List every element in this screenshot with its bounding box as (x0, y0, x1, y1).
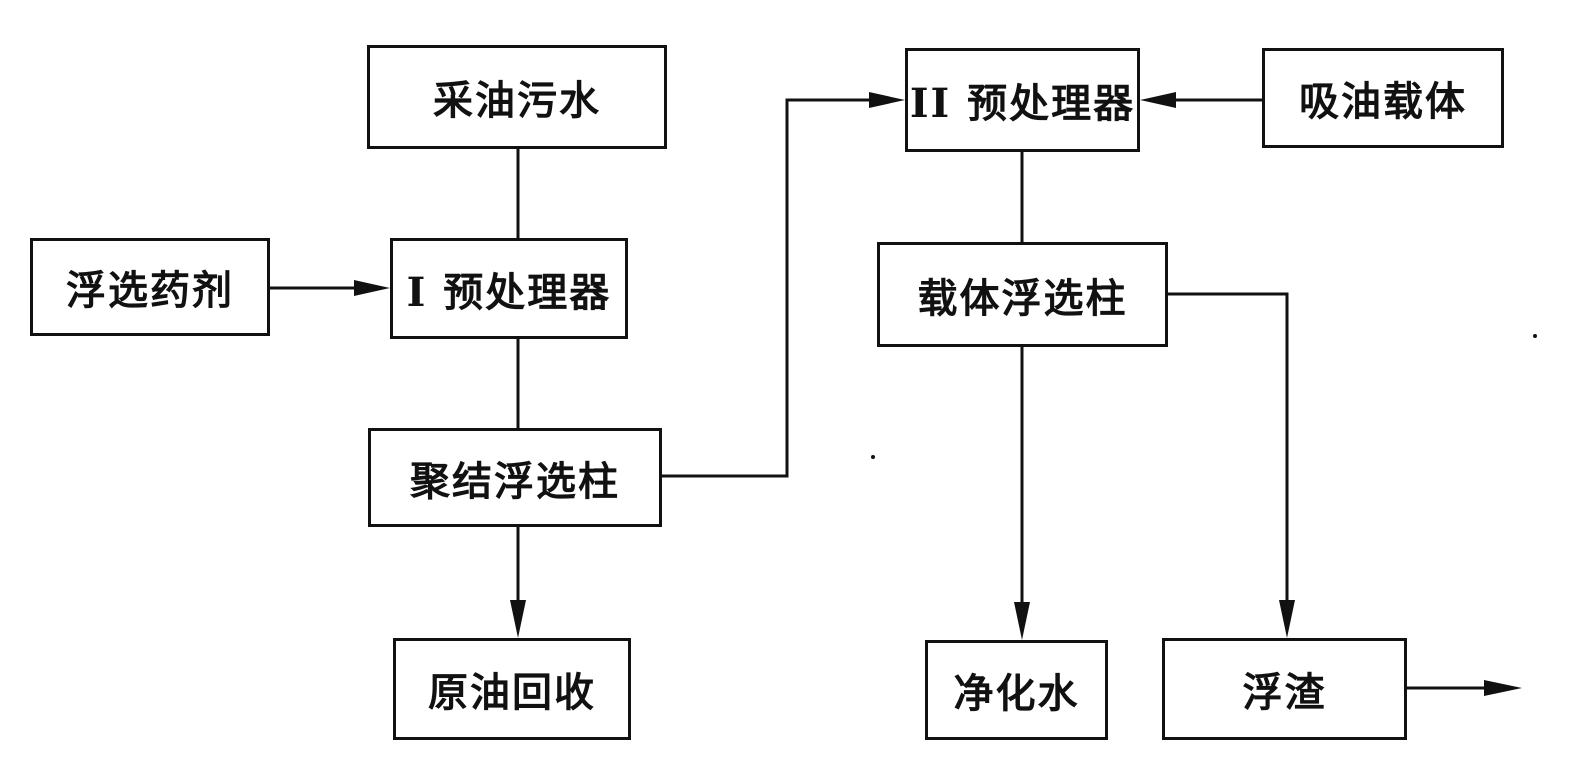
node-purified-water: 净化水 (925, 640, 1108, 740)
arrowhead (1484, 680, 1522, 696)
arrowhead (510, 600, 526, 638)
node-coalescing-column: 聚结浮选柱 (368, 428, 662, 527)
node-carrier-column: 载体浮选柱 (877, 242, 1168, 347)
arrowhead (1279, 600, 1295, 638)
node-pretreater-2: II 预处理器 (905, 48, 1140, 152)
node-scum: 浮渣 (1162, 638, 1407, 740)
node-oily-wastewater: 采油污水 (367, 45, 667, 149)
node-oil-carrier: 吸油载体 (1262, 48, 1504, 148)
arrowhead (1140, 92, 1176, 108)
scan-speck (871, 455, 875, 459)
node-pretreater-1: I 预处理器 (390, 238, 628, 339)
edge-scum-output (1405, 680, 1522, 696)
edge-carriercolumn-to-scum (1168, 292, 1295, 638)
arrowhead (869, 92, 905, 108)
arrowhead (354, 280, 390, 296)
arrowhead (1014, 602, 1030, 640)
edge-carriercolumn-to-water (1014, 345, 1030, 640)
edge-carrier-to-pretreater2 (1140, 92, 1262, 108)
edge-agent-to-pretreater1 (268, 280, 390, 296)
edge-coalescing-to-crude (510, 525, 526, 638)
scan-speck (1533, 334, 1537, 338)
node-crude-recovery: 原油回收 (393, 638, 631, 740)
edge-coalescing-to-pretreater2 (660, 92, 905, 478)
node-flotation-agent: 浮选药剂 (30, 238, 270, 336)
